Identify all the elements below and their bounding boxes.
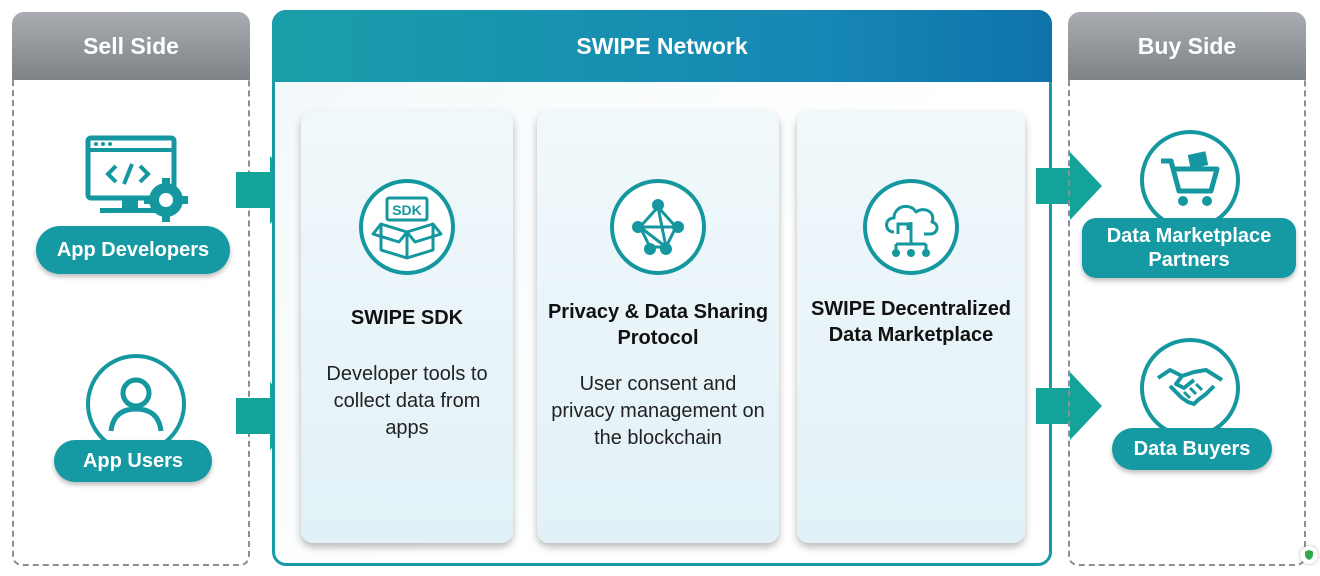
swipe-network-panel: SWIPE Network SDK SWIPE SDK Developer to… (272, 10, 1052, 566)
app-developers-label: App Developers (36, 226, 230, 274)
shield-icon (1300, 546, 1318, 564)
privacy-protocol-title: Privacy & Data Sharing Protocol (547, 301, 769, 349)
decentralized-marketplace-title: SWIPE Decentralized Data Marketplace (810, 298, 1012, 346)
data-marketplace-partners-label: Data Marketplace Partners (1082, 218, 1296, 278)
sell-side-column: Sell Side (12, 12, 250, 566)
privacy-protocol-description: User consent and privacy management on t… (551, 373, 765, 449)
sdk-box-icon: SDK (359, 179, 455, 275)
data-buyers-label: Data Buyers (1112, 428, 1272, 470)
buy-side-column: Buy Side (1068, 12, 1306, 566)
cloud-network-icon (863, 179, 959, 275)
handshake-icon (1140, 338, 1240, 438)
swipe-sdk-description: Developer tools to collect data from app… (326, 363, 488, 439)
sell-side-border (12, 46, 250, 566)
swipe-sdk-title: SWIPE SDK (350, 307, 464, 329)
network-nodes-icon (610, 179, 706, 275)
app-users-label: App Users (54, 440, 212, 482)
buy-side-border (1068, 46, 1306, 566)
privacy-protocol-card: Privacy & Data Sharing Protocol User con… (537, 111, 779, 543)
decentralized-marketplace-card: SWIPE Decentralized Data Marketplace (797, 111, 1025, 543)
sdk-icon-text: SDK (392, 202, 422, 218)
sell-side-header: Sell Side (12, 12, 250, 80)
user-icon (86, 354, 186, 454)
buy-side-header: Buy Side (1068, 12, 1306, 80)
developer-monitor-icon (82, 134, 192, 224)
swipe-sdk-card: SDK SWIPE SDK Developer tools to collect… (301, 111, 513, 543)
shopping-cart-icon (1140, 130, 1240, 230)
swipe-network-header: SWIPE Network (272, 10, 1052, 82)
